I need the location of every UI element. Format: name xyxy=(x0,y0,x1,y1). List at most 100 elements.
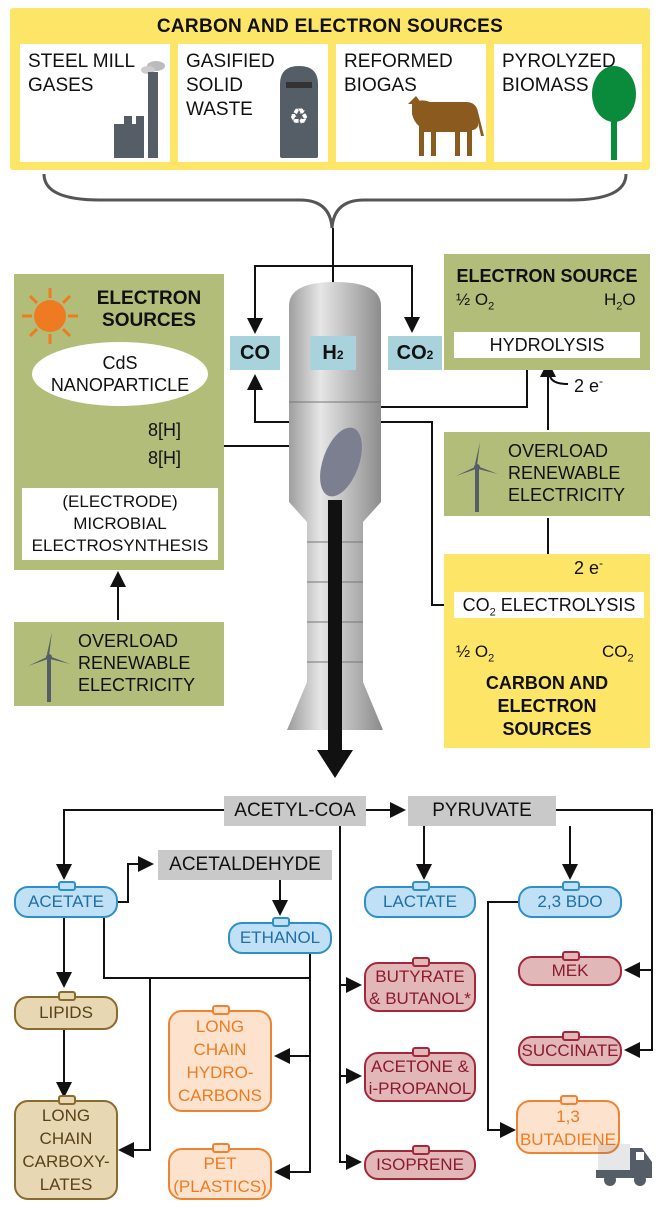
pill-cap xyxy=(562,951,580,961)
co2-sub: 2 xyxy=(627,652,634,665)
lcc-line: LATES xyxy=(39,1175,93,1194)
lcc-line: CARBOXY- xyxy=(22,1152,110,1171)
h2o-label: H2O xyxy=(604,290,636,312)
cow-icon xyxy=(408,96,484,156)
mes-line3: ELECTROSYNTHESIS xyxy=(31,536,209,555)
card-line: GASES xyxy=(28,75,94,96)
factory-icon xyxy=(114,61,165,158)
h-top-label: 8[H] xyxy=(148,420,182,440)
card-line: BIOGAS xyxy=(344,75,417,96)
pill-cap xyxy=(58,991,76,1001)
left-renew-line1: OVERLOAD xyxy=(78,631,179,651)
lch-line: LONG xyxy=(195,1017,245,1036)
co2-electrolysis-box: CO2 ELECTROLYSIS xyxy=(454,592,644,619)
card-line: WASTE xyxy=(186,99,253,120)
h2-box: H2 xyxy=(310,336,356,370)
o2-label: ½ O2 xyxy=(456,642,494,664)
left-renew-line2: RENEWABLE xyxy=(78,653,191,673)
source-card-steel-mill: STEEL MILL GASES xyxy=(20,44,170,162)
right-carbon-panel: 2 e- CO2 ELECTROLYSIS ½ O2 CO2 CARBON AN… xyxy=(444,554,650,748)
lch-line: CHAIN xyxy=(193,1040,247,1059)
left-renew-text: OVERLOAD RENEWABLE ELECTRICITY xyxy=(78,630,195,696)
mes-box: (ELECTRODE) MICROBIAL ELECTROSYNTHESIS xyxy=(22,488,218,560)
card-line: STEEL MILL xyxy=(28,51,136,72)
sources-title: CARBON AND ELECTRON SOURCES xyxy=(156,16,504,37)
bdo-pill: 2,3 BDO xyxy=(518,881,622,918)
wind-turbine-icon xyxy=(456,442,498,512)
cds-nanoparticle: CdS NANOPARTICLE xyxy=(32,342,208,406)
carbon-title-line1: CARBON AND xyxy=(485,673,609,693)
acetyl-coa-box: ACETYL-COA xyxy=(224,796,366,826)
mek-label: MEK xyxy=(551,961,589,980)
card-line: BIOMASS xyxy=(502,75,589,96)
succinate-pill: SUCCINATE xyxy=(518,1031,622,1066)
o2-sub: 2 xyxy=(488,652,495,665)
lactate-label: LACTATE xyxy=(383,892,457,911)
bdo-label: 2,3 BDO xyxy=(537,892,603,911)
acetate-pill: ACETATE xyxy=(14,881,118,918)
co2-label: CO2 xyxy=(602,642,634,664)
mes-line1: (ELECTRODE) xyxy=(62,492,178,511)
long-chain-hydrocarbons-pill: LONG CHAIN HYDRO- CARBONS xyxy=(168,1005,272,1112)
lcc-line: CHAIN xyxy=(39,1129,93,1148)
o2-text: ½ O xyxy=(456,290,489,309)
e-text: 2 e xyxy=(574,376,600,396)
lch-line: HYDRO- xyxy=(186,1063,254,1082)
cds-line1: CdS xyxy=(102,353,138,373)
h2o-o: O xyxy=(622,290,636,309)
acetate-label: ACETATE xyxy=(28,892,104,911)
acetone-propanol-pill: ACETONE & i-PROPANOL xyxy=(364,1047,476,1102)
e-text: 2 e xyxy=(574,558,600,578)
ethanol-label: ETHANOL xyxy=(239,928,321,947)
source-card-solid-waste: GASIFIED SOLID WASTE ♻ xyxy=(178,44,328,162)
pill-cap xyxy=(212,1005,230,1015)
left-title-line2: SOURCES xyxy=(102,310,196,331)
truck-icon xyxy=(596,1144,652,1186)
pill-cap xyxy=(562,1031,580,1041)
left-panel-title: ELECTRON SOURCES xyxy=(84,288,214,332)
o2-text: ½ O xyxy=(456,642,489,661)
co2-label: CO xyxy=(396,342,427,364)
right-electron-panel: ELECTRON SOURCE ½ O2 H2O HYDROLYSIS xyxy=(444,254,650,370)
butyrate-line: & BUTANOL* xyxy=(369,989,471,1008)
co2-text: CO xyxy=(602,642,628,661)
proc-text: ELECTROLYSIS xyxy=(495,595,636,615)
cds-line2: NANOPARTICLE xyxy=(50,375,190,395)
pet-plastics-pill: PET (PLASTICS) xyxy=(168,1143,272,1200)
butadiene-line: BUTADIENE xyxy=(519,1130,617,1149)
hydrolysis-box: HYDROLYSIS xyxy=(454,332,640,358)
lch-line: CARBONS xyxy=(177,1086,263,1105)
right-panel-title: ELECTRON SOURCE xyxy=(456,266,638,286)
butyrate-butanol-pill: BUTYRATE & BUTANOL* xyxy=(364,957,476,1012)
lipids-pill: LIPIDS xyxy=(14,991,118,1030)
acetone-line: ACETONE & xyxy=(371,1057,469,1076)
isoprene-pill: ISOPRENE xyxy=(364,1145,476,1180)
succinate-label: SUCCINATE xyxy=(521,1041,619,1060)
card-line: PYROLYZED xyxy=(502,51,616,72)
left-title-line1: ELECTRON xyxy=(96,288,202,309)
right-renew-text: OVERLOAD RENEWABLE ELECTRICITY xyxy=(508,440,625,506)
butadiene-line: 1,3 xyxy=(556,1107,580,1126)
carbon-title-line3: SOURCES xyxy=(502,719,592,739)
acetaldehyde-box: ACETALDEHYDE xyxy=(158,850,332,880)
co-label: CO xyxy=(240,342,270,364)
lcc-line: LONG xyxy=(41,1106,91,1125)
h2o-h: H xyxy=(604,290,617,309)
h-bottom-label: 8[H] xyxy=(148,448,182,468)
pill-cap xyxy=(412,957,430,967)
o2-sub: 2 xyxy=(488,300,495,313)
right-top-electrons: 2 e- xyxy=(574,374,603,397)
co-box: CO xyxy=(230,336,280,370)
e-sup: - xyxy=(599,374,604,388)
source-card-biogas: REFORMED BIOGAS xyxy=(336,44,486,162)
right-renew-line3: ELECTRICITY xyxy=(508,485,626,505)
sun-icon xyxy=(22,288,78,344)
isoprene-label: ISOPRENE xyxy=(376,1155,464,1174)
pill-cap xyxy=(412,881,430,891)
co2-sub: 2 xyxy=(426,348,434,362)
pill-cap xyxy=(272,917,290,927)
svg-text:♻: ♻ xyxy=(289,105,309,130)
right-renewable-panel: OVERLOAD RENEWABLE ELECTRICITY xyxy=(444,432,650,516)
pet-line: PET xyxy=(203,1154,237,1173)
